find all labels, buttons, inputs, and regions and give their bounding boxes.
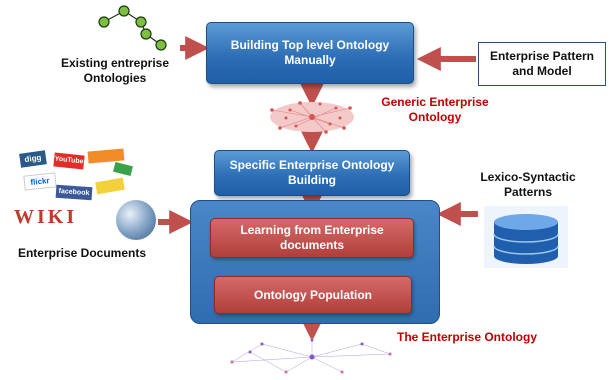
specific-ontology-box: Specific Enterprise Ontology Building — [214, 150, 410, 196]
enterprise-documents-label: Enterprise Documents — [17, 246, 147, 260]
generic-ontology-label: Generic Enterprise Ontology — [381, 95, 489, 124]
globe-icon — [116, 200, 156, 240]
flickr-logo: flickr — [23, 172, 57, 191]
learning-box: Learning from Enterprise documents — [210, 218, 414, 258]
facebook-logo: facebook — [55, 184, 93, 201]
youtube-logo: YouTube — [53, 152, 85, 170]
enterprise-pattern-box: Enterprise Pattern and Model — [478, 42, 606, 86]
orange-tag — [87, 148, 125, 164]
lexico-syntactic-label: Lexico-Syntactic Patterns — [480, 170, 576, 199]
ontology-population-box: Ontology Population — [214, 276, 412, 314]
existing-ontologies-tree-icon — [98, 5, 167, 51]
yellow-tag — [95, 177, 125, 195]
top-level-ontology-box: Building Top level Ontology Manually — [206, 22, 414, 84]
generic-ontology-network-icon — [270, 101, 354, 134]
wiki-logo: WIKI — [14, 206, 78, 228]
enterprise-documents-collage: digg YouTube flickr facebook WIKI — [2, 148, 160, 246]
final-ontology-label: The Enterprise Ontology — [396, 330, 537, 344]
existing-ontologies-label: Existing entreprise Ontologies — [60, 56, 170, 85]
database-icon — [484, 206, 568, 268]
digg-logo: digg — [19, 150, 47, 168]
final-ontology-network-icon — [230, 338, 392, 374]
green-tag — [113, 161, 133, 177]
